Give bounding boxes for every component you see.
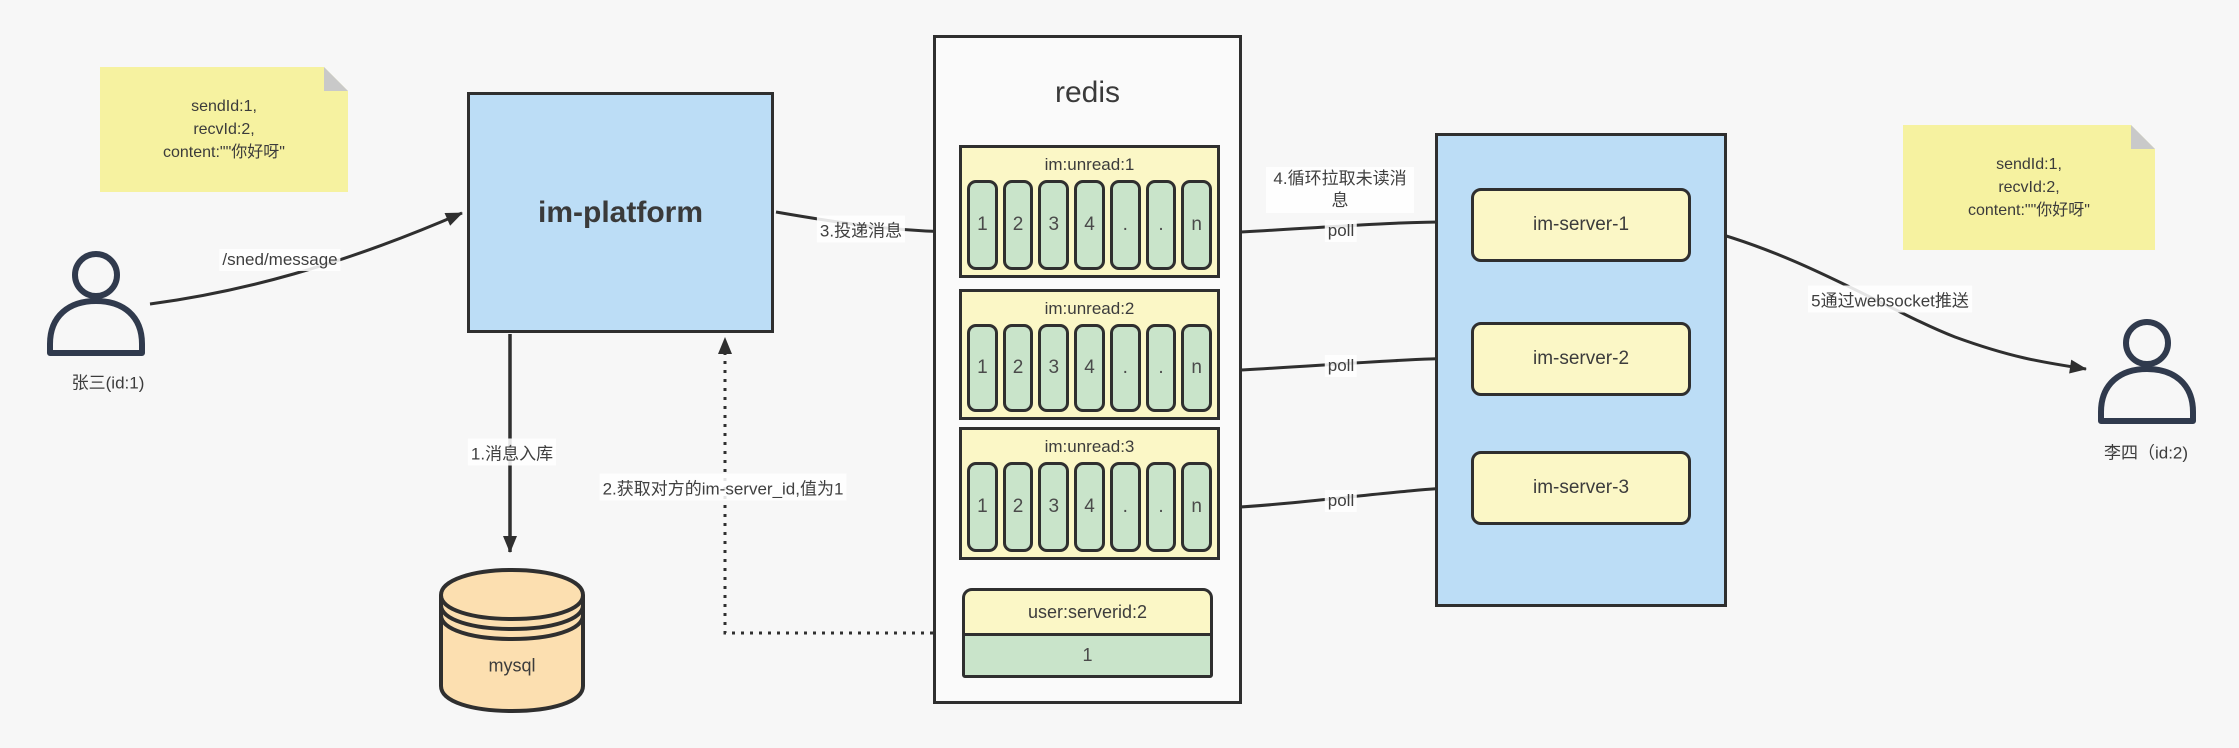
edge-label-poll-2: poll: [1324, 355, 1358, 377]
im-server-label: im-server-2: [1532, 348, 1630, 369]
queue-cell: 4: [1074, 180, 1105, 270]
queue-cell: 1: [967, 462, 998, 552]
im-server-label: im-server-3: [1532, 477, 1630, 498]
queue-cell: .: [1145, 324, 1177, 412]
redis-queue-unread-1: im:unread:1 1 2 3 4 . . n: [959, 145, 1220, 278]
redis-kv-user-serverid: user:serverid:2 1: [962, 588, 1213, 678]
edge-label-step5: 5通过websocket推送: [1808, 285, 1972, 313]
im-server-cluster: im-server-1 im-server-2 im-server-3: [1435, 133, 1727, 607]
sticky-note-left: sendId:1, recvId:2, content:""你好呀": [100, 67, 348, 192]
sticky-note-right: sendId:1, recvId:2, content:""你好呀": [1903, 125, 2155, 250]
note-line: sendId:1,: [1996, 156, 2062, 173]
queue-cell: 4: [1074, 462, 1105, 552]
queue-cell: .: [1109, 324, 1141, 412]
edge-label-poll-1: poll: [1324, 220, 1358, 242]
edge-label-step2: 2.获取对方的im-server_id,值为1: [599, 473, 847, 501]
queue-cell: 1: [967, 180, 998, 270]
queue-cells: 1 2 3 4 . . n: [962, 324, 1217, 417]
edge-label-send-message: /sned/message: [219, 249, 341, 271]
edge-websocket-push: [1689, 224, 2087, 374]
edge-label-poll-3: poll: [1324, 490, 1358, 512]
queue-cell: 3: [1038, 324, 1070, 412]
queue-cell: .: [1145, 462, 1177, 552]
im-server-2-box: im-server-2: [1471, 322, 1691, 396]
queue-label: im:unread:2: [1044, 299, 1135, 318]
note-text: sendId:1, recvId:2, content:""你好呀": [1903, 125, 2155, 250]
queue-cell: 4: [1074, 324, 1105, 412]
note-line: sendId:1,: [191, 98, 257, 115]
kv-key-label: user:serverid:2: [965, 591, 1210, 636]
redis-queue-unread-3: im:unread:3 1 2 3 4 . . n: [959, 427, 1220, 560]
queue-cell: 3: [1038, 180, 1070, 270]
queue-cell: 1: [967, 324, 998, 412]
person-icon-sender: [47, 251, 145, 356]
im-server-label: im-server-1: [1532, 214, 1630, 235]
queue-cell: n: [1181, 324, 1213, 412]
queue-cell: 3: [1038, 462, 1070, 552]
note-line: content:""你好呀": [163, 144, 285, 161]
edge-send-message: [149, 211, 463, 306]
queue-cell: .: [1109, 462, 1141, 552]
queue-cells: 1 2 3 4 . . n: [962, 462, 1217, 557]
edge-get-server-id-dashed: [718, 337, 960, 635]
queue-label: im:unread:1: [1044, 155, 1135, 174]
redis-title: redis: [1054, 76, 1121, 109]
kv-value: 1: [965, 636, 1210, 675]
mysql-label: mysql: [488, 655, 536, 676]
im-server-3-box: im-server-3: [1471, 451, 1691, 525]
queue-cell: n: [1181, 180, 1213, 270]
note-line: content:""你好呀": [1968, 202, 2090, 219]
queue-cells: 1 2 3 4 . . n: [962, 180, 1217, 275]
queue-cell: .: [1109, 180, 1141, 270]
edge-label-step1: 1.消息入库: [467, 438, 557, 466]
edge-label-step3: 3.投递消息: [816, 215, 906, 243]
receiver-label: 李四（id:2): [2103, 443, 2189, 463]
queue-cell: n: [1181, 462, 1213, 552]
mysql-database-icon: [439, 567, 585, 714]
note-text: sendId:1, recvId:2, content:""你好呀": [100, 67, 348, 192]
redis-queue-unread-2: im:unread:2 1 2 3 4 . . n: [959, 289, 1220, 420]
queue-cell: 2: [1002, 180, 1034, 270]
note-background: [1903, 125, 2155, 250]
person-icon-receiver: [2098, 319, 2196, 424]
queue-label: im:unread:3: [1044, 437, 1135, 456]
im-platform-box: im-platform: [467, 92, 774, 333]
im-platform-label: im-platform: [538, 195, 703, 229]
note-line: recvId:2,: [193, 121, 255, 138]
queue-cell: 2: [1002, 462, 1034, 552]
note-line: recvId:2,: [1998, 179, 2060, 196]
queue-cell: 2: [1002, 324, 1034, 412]
sender-label: 张三(id:1): [71, 373, 145, 393]
note-background: [100, 67, 348, 192]
queue-cell: .: [1145, 180, 1177, 270]
edge-label-step4: 4.循环拉取未读消息: [1266, 167, 1414, 213]
im-server-1-box: im-server-1: [1471, 188, 1691, 262]
